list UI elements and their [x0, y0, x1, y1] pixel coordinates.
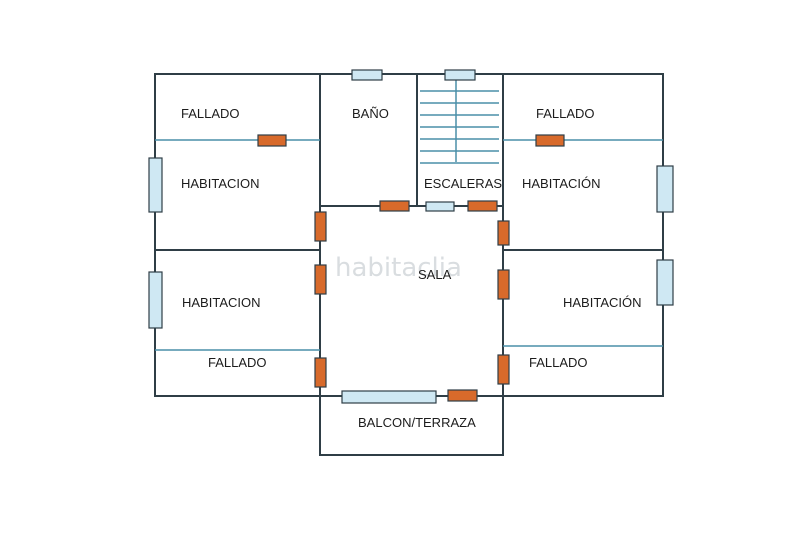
stairs	[420, 80, 499, 164]
window-habitacion-tr	[656, 165, 674, 213]
label-bano: BAÑO	[352, 106, 389, 121]
outer-wall	[154, 73, 664, 397]
label-fallado-top-left: FALLADO	[181, 106, 240, 121]
label-balcon-terraza: BALCON/TERRAZA	[358, 415, 476, 430]
door-habitacion-tl	[314, 211, 327, 242]
door-stairs	[467, 200, 498, 212]
window-habitacion-tl	[148, 157, 163, 213]
label-habitacion-top-left: HABITACION	[181, 176, 260, 191]
label-habitacion-bottom-left: HABITACION	[182, 295, 261, 310]
partitions	[155, 139, 663, 351]
door-fallado-br	[497, 354, 510, 385]
watermark-text: habitaclia	[335, 253, 462, 283]
window-habitacion-br	[656, 259, 674, 306]
window-bano	[351, 69, 383, 81]
doors	[257, 134, 565, 402]
label-fallado-top-right: FALLADO	[536, 106, 595, 121]
window-stairs	[444, 69, 476, 81]
door-fallado-bl	[314, 357, 327, 388]
window-balcony	[341, 390, 437, 404]
label-habitacion-top-right: HABITACIÓN	[522, 176, 601, 191]
door-habitacion-br	[497, 269, 510, 300]
label-sala: SALA	[418, 267, 452, 282]
window-habitacion-bl	[148, 271, 163, 329]
door-habitacion-bl	[314, 264, 327, 295]
label-escaleras: ESCALERAS	[424, 176, 502, 191]
door-balcony	[447, 389, 478, 402]
room-labels: FALLADO BAÑO FALLADO HABITACION ESCALERA…	[181, 106, 642, 430]
windows	[148, 69, 674, 404]
window-sala-top	[425, 201, 455, 212]
door-fallado-tr	[535, 134, 565, 147]
label-fallado-bottom-right: FALLADO	[529, 355, 588, 370]
balcony-wall	[319, 396, 504, 456]
door-fallado-tl	[257, 134, 287, 147]
door-habitacion-tr	[497, 220, 510, 246]
door-bano	[379, 200, 410, 212]
label-habitacion-bottom-right: HABITACIÓN	[563, 295, 642, 310]
label-fallado-bottom-left: FALLADO	[208, 355, 267, 370]
